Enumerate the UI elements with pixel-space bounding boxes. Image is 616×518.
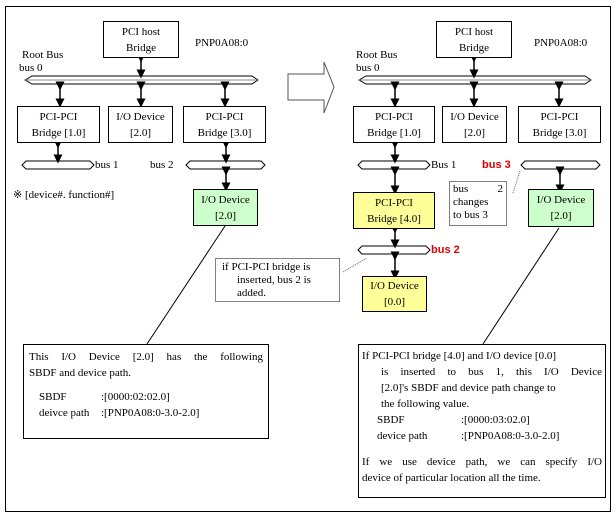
- left-bus2-label: bus 2: [150, 159, 174, 171]
- note-line: changes: [453, 196, 489, 208]
- label: Bridge: [459, 41, 489, 54]
- label: Bridge [4.0]: [367, 212, 421, 225]
- right-bus0-label: bus 0: [356, 62, 380, 74]
- right-callout-line: [482, 227, 560, 345]
- label: [2.0]: [550, 210, 572, 222]
- label: Bridge [1.0]: [31, 126, 86, 139]
- desc-line: device of particular location all the ti…: [362, 472, 541, 484]
- desc-line: If we use device path, we can specify I/…: [362, 456, 602, 468]
- right-pnp-label: PNP0A08:0: [534, 37, 588, 49]
- path-value: :[PNP0A08:0-3.0-2.0]: [101, 407, 200, 419]
- label: I/O Device: [116, 110, 165, 123]
- right-new-io-device-0-0: I/O Device [0.0]: [362, 276, 427, 312]
- label: [0.0]: [383, 296, 406, 308]
- sbdf-value: :[0000:03:02.0]: [461, 414, 530, 426]
- left-root-bus-label: Root Bus: [22, 49, 64, 61]
- right-bus2-label: bus 2: [431, 244, 460, 256]
- label: Bridge [3.0]: [532, 126, 587, 139]
- right-bus1-label: Bus 1: [431, 159, 457, 171]
- right-note: bus 2 changes to bus 3: [449, 181, 507, 226]
- label: PCI-PCI: [540, 110, 579, 123]
- left-description: This I/O Device [2.0] has the following …: [23, 344, 269, 439]
- desc-line: This I/O Device [2.0] has the following: [29, 351, 263, 363]
- left-bridge-1: PCI-PCI Bridge [1.0]: [17, 106, 100, 143]
- left-bridge-3: PCI-PCI Bridge [3.0]: [183, 106, 266, 143]
- label: [2.0]: [129, 126, 152, 139]
- note-line: bus 2: [453, 183, 503, 195]
- left-io-device-2-0: I/O Device [2.0]: [108, 106, 173, 143]
- left-bus-1: [21, 160, 95, 170]
- right-bus3-label: bus 3: [482, 159, 511, 171]
- right-host-bridge: PCI host Bridge: [436, 21, 512, 58]
- label: PCI host: [121, 25, 161, 38]
- label: Bridge [1.0]: [367, 126, 421, 139]
- right-io-device-target: I/O Device [2.0]: [528, 189, 594, 227]
- sbdf-key: SBDF: [377, 414, 405, 426]
- label: PCI-PCI: [205, 110, 244, 123]
- label: [2.0]: [214, 209, 237, 222]
- path-key: deivce path: [39, 407, 90, 419]
- label: PCI-PCI: [375, 110, 413, 123]
- right-bus-3: [520, 160, 601, 170]
- left-bus-2: [185, 160, 266, 170]
- left-callout-line: [146, 225, 226, 345]
- desc-line: SBDF and device path.: [29, 367, 132, 379]
- label: I/O Device: [536, 194, 586, 206]
- diagram-frame: [5, 6, 611, 512]
- label: I/O Device: [450, 110, 499, 123]
- transition-arrow-icon: [287, 61, 335, 114]
- right-bridge-1: PCI-PCI Bridge [1.0]: [353, 106, 435, 143]
- right-new-bridge-4-0: PCI-PCI Bridge [4.0]: [353, 192, 435, 229]
- right-root-bus-label: Root Bus: [356, 49, 398, 61]
- label: PCI-PCI: [39, 110, 78, 123]
- right-io-device-2-0: I/O Device [2.0]: [442, 106, 507, 143]
- label: Bridge: [126, 41, 156, 54]
- desc-line: the following value.: [381, 398, 470, 410]
- footnote: ※ [device#. function#]: [13, 189, 115, 201]
- label: Bridge [3.0]: [197, 126, 252, 139]
- left-io-device-target: I/O Device [2.0]: [193, 189, 258, 226]
- right-description: If PCI-PCI bridge [4.0] and I/O device […: [358, 344, 606, 498]
- label: PCI host: [454, 25, 494, 38]
- label: PCI-PCI: [375, 196, 413, 209]
- label: I/O Device: [201, 193, 250, 206]
- left-bus0-label: bus 0: [19, 62, 43, 74]
- desc-line: [2.0]'s SBDF and device path change to: [381, 382, 556, 394]
- sbdf-key: SBDF: [39, 391, 67, 403]
- right-bridge-3: PCI-PCI Bridge [3.0]: [518, 106, 601, 143]
- left-bus1-label: bus 1: [95, 159, 119, 171]
- desc-line: If PCI-PCI bridge [4.0] and I/O device […: [362, 350, 556, 362]
- note-line: inserted, bus 2 is: [237, 274, 311, 286]
- note-line: if PCI-PCI bridge is: [222, 261, 311, 273]
- sbdf-value: :[0000:02:02.0]: [101, 391, 170, 403]
- label: [2.0]: [463, 126, 486, 139]
- right-bus-2: [357, 245, 431, 255]
- left-note: if PCI-PCI bridge is inserted, bus 2 is …: [215, 258, 340, 302]
- left-pnp-label: PNP0A08:0: [195, 37, 249, 49]
- desc-line: is inserted to bus 1, this I/O Device: [381, 366, 602, 378]
- label: I/O Device: [370, 280, 419, 292]
- path-key: device path: [377, 430, 428, 442]
- path-value: :[PNP0A08:0-3.0-2.0]: [461, 430, 560, 442]
- left-host-bridge: PCI host Bridge: [103, 21, 179, 58]
- right-bus-1: [357, 160, 431, 170]
- note-line: added.: [237, 287, 267, 299]
- note-line: to bus 3: [453, 209, 488, 221]
